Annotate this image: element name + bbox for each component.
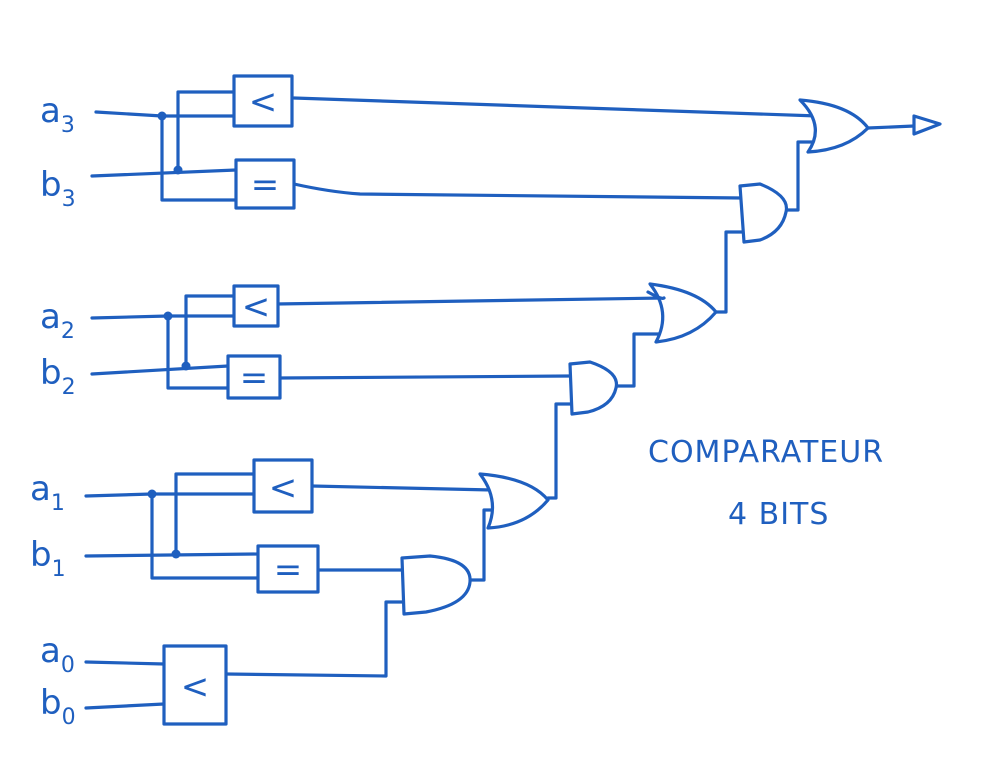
input-label-b0: b0 xyxy=(40,683,76,730)
input-label-b3: b3 xyxy=(40,165,76,212)
equal-symbol: = xyxy=(251,165,280,205)
less-symbol: < xyxy=(249,82,278,122)
wire-and3-out xyxy=(784,140,824,212)
or-gate-1 xyxy=(478,472,550,530)
wire-b2 xyxy=(90,364,230,376)
wire-less0-out xyxy=(224,600,406,678)
wire-b3-to-less xyxy=(176,90,238,172)
diagram-title-line2: 4 BITS xyxy=(728,497,829,532)
wire-a0 xyxy=(84,660,166,666)
junction-a3 xyxy=(157,111,167,121)
wire-a2 xyxy=(90,314,230,390)
wire-less3-out xyxy=(292,96,820,118)
wire-final-out xyxy=(866,124,916,130)
and-gate-1 xyxy=(400,554,472,616)
comparator-less-0: < xyxy=(162,644,228,726)
input-label-a2: a2 xyxy=(40,297,75,344)
wire-b3 xyxy=(90,168,238,178)
junction-b1 xyxy=(171,549,181,559)
wire-a3 xyxy=(94,110,238,202)
junction-a1 xyxy=(147,489,157,499)
comparator-less-3: < xyxy=(232,74,294,128)
wire-less1-out xyxy=(310,484,494,492)
diagram-title-line1: COMPARATEUR xyxy=(648,435,884,470)
wire-a1 xyxy=(84,492,260,580)
input-labels: a3 b3 a2 b2 a1 b1 a0 b0 xyxy=(30,91,76,730)
output-arrow-icon xyxy=(912,114,942,136)
equal-symbol: = xyxy=(240,358,269,398)
or-gate-3 xyxy=(798,98,870,154)
less-symbol: < xyxy=(242,287,271,327)
comparator-equal-3: = xyxy=(234,158,296,210)
wire-or1-out xyxy=(546,402,574,500)
wire-and1-out xyxy=(468,508,496,582)
less-symbol: < xyxy=(181,667,210,707)
wire-less2-out xyxy=(274,296,666,306)
wires xyxy=(84,90,916,710)
wire-or2-out xyxy=(714,230,746,314)
input-label-a3: a3 xyxy=(40,91,75,138)
input-label-b1: b1 xyxy=(30,535,66,582)
wire-and2-out xyxy=(614,332,674,388)
and-gate-2 xyxy=(568,360,619,416)
comparator-less-2: < xyxy=(232,284,280,328)
wire-b2-to-less xyxy=(184,294,236,368)
equal-symbol: = xyxy=(274,550,303,590)
comparator-equal-1: = xyxy=(256,544,320,594)
input-label-a1: a1 xyxy=(30,469,65,516)
input-label-b2: b2 xyxy=(40,353,76,400)
comparator-less-1: < xyxy=(252,458,314,514)
and-gate-3 xyxy=(738,182,789,244)
wire-b1-to-less xyxy=(174,472,256,556)
wire-b0 xyxy=(84,702,166,710)
input-label-a0: a0 xyxy=(40,631,75,678)
junction-a2 xyxy=(163,311,173,321)
wire-eq3-out xyxy=(292,182,744,200)
less-symbol: < xyxy=(269,468,298,508)
junction-b3 xyxy=(173,165,183,175)
or-gate-2 xyxy=(646,282,718,344)
junction-b2 xyxy=(181,361,191,371)
comparator-equal-2: = xyxy=(226,354,282,400)
wire-eq2-out xyxy=(278,374,572,380)
junctions xyxy=(147,111,191,559)
